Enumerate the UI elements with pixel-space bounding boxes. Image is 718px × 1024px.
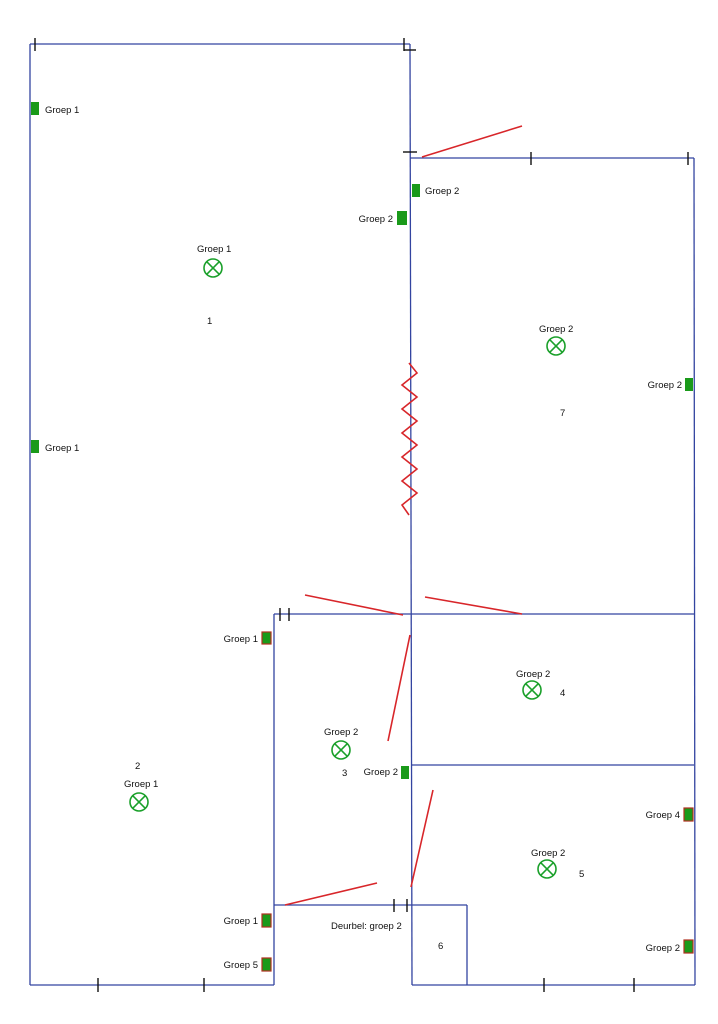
outlet-label: Groep 5 [224,960,258,971]
door-swing [424,596,523,615]
outlet-icon [397,211,407,225]
light-label: Groep 2 [324,727,358,738]
outlet-icon [683,807,694,822]
outlet-room-3-c: Groep 5 [224,957,272,972]
outlet-label: Groep 1 [224,916,258,927]
room-number-4: 4 [560,688,565,699]
outlet-label: Groep 4 [646,810,680,821]
light-fixture-icon [546,336,566,356]
doorbell-label: Deurbel: groep 2 [331,921,402,932]
ceiling-lights: Groep 1 Groep 1 Groep 2 Groep 2 Groep 2 [124,244,573,879]
outlet-label: Groep 2 [646,943,680,954]
wall-outlets: Groep 1 Groep 1 Groep 2 Groep 2 Groep 2 … [31,102,694,972]
walls [29,43,696,986]
room-number-1: 1 [207,316,212,327]
door-swing [387,634,411,742]
room-number-7: 7 [560,408,565,419]
door-swing [304,594,404,616]
radiator-zigzag [400,362,419,516]
outlet-icon [401,766,409,779]
wall-right-outer [693,157,696,986]
outlet-label: Groep 1 [45,105,79,116]
light-label: Groep 2 [539,324,573,335]
outlet-icon [683,939,694,954]
light-room-2: Groep 1 [124,779,158,812]
outlet-icon [412,184,420,197]
outlet-label: Groep 1 [224,634,258,645]
door-swing [421,125,523,158]
outlet-room-1-b: Groep 1 [31,440,79,454]
outlet-label: Groep 2 [364,767,398,778]
outlet-room-5-b: Groep 2 [646,939,694,954]
outlet-room-3-d: Groep 2 [364,766,409,779]
light-fixture-icon [203,258,223,278]
light-fixture-icon [331,740,351,760]
outlet-room-3-b: Groep 1 [224,913,272,928]
outlet-label: Groep 1 [45,443,79,454]
light-room-4: Groep 2 [516,669,550,700]
light-label: Groep 1 [197,244,231,255]
outlet-room-1-c: Groep 2 [359,211,407,225]
light-room-7: Groep 2 [539,324,573,356]
room-numbers: 1 2 3 4 5 6 7 [135,316,584,952]
outlet-label: Groep 2 [648,380,682,391]
light-fixture-icon [537,859,557,879]
wall-ticks [34,38,689,992]
outlet-room-3-a: Groep 1 [224,631,272,645]
light-label: Groep 2 [516,669,550,680]
outlet-icon [31,102,39,115]
wall-center-vertical [409,43,413,986]
door-swing [284,882,378,906]
outlet-icon [685,378,693,391]
outlet-icon [261,631,272,645]
outlet-room-1-a: Groep 1 [31,102,79,116]
outlet-label: Groep 2 [425,186,459,197]
outlet-room-7-a: Groep 2 [412,184,459,197]
light-fixture-icon [522,680,542,700]
light-room-3: Groep 2 [324,727,358,760]
door-swing [410,789,434,888]
light-fixture-icon [129,792,149,812]
light-label: Groep 1 [124,779,158,790]
doors [284,125,523,906]
room-number-5: 5 [579,869,584,880]
room-number-2: 2 [135,761,140,772]
light-room-1: Groep 1 [197,244,231,278]
outlet-room-7-b: Groep 2 [648,378,693,391]
room-number-6: 6 [438,941,443,952]
outlet-label: Groep 2 [359,214,393,225]
outlet-room-5-a: Groep 4 [646,807,694,822]
room-number-3: 3 [342,768,347,779]
outlet-icon [261,957,272,972]
outlet-icon [31,440,39,453]
light-room-5: Groep 2 [531,848,565,879]
outlet-icon [261,913,272,928]
light-label: Groep 2 [531,848,565,859]
